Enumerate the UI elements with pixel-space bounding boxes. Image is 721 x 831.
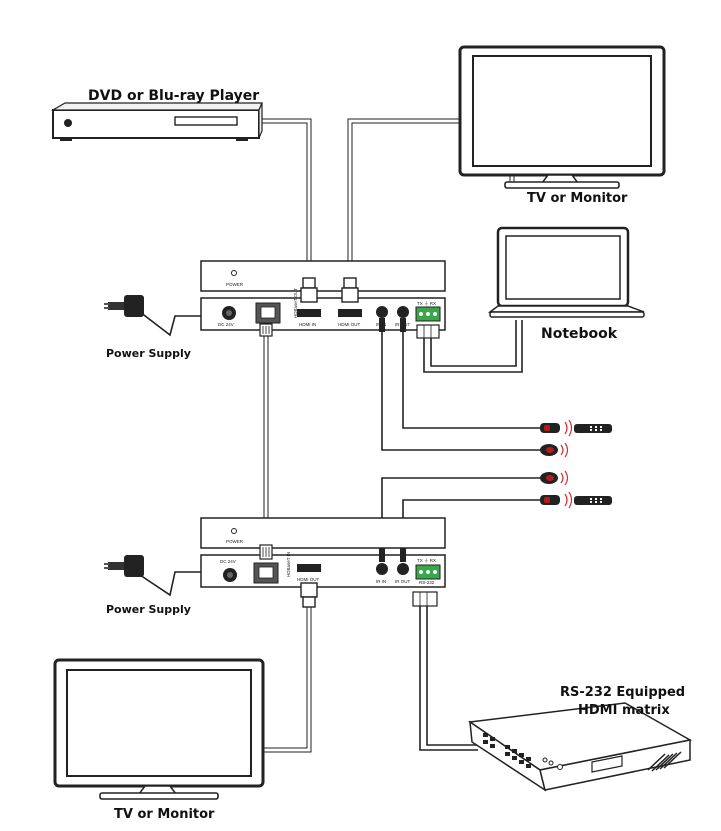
ir-out-cable-top	[402, 330, 540, 429]
matrix-power-button-icon	[557, 764, 563, 770]
tv-monitor-bottom	[53, 658, 265, 800]
rx-ir-in-label: IR IN	[376, 579, 386, 584]
power-supply-top	[104, 295, 144, 317]
rj45-plug-tx	[259, 323, 273, 337]
power-button-icon	[64, 119, 72, 127]
hdmi-plug-tx-out	[341, 277, 359, 303]
tx-hdmi-in-label: HDMI IN	[299, 322, 316, 327]
rs232-cable-rx-to-matrix-2	[426, 606, 478, 746]
rs232-cable-tx-to-notebook	[423, 320, 523, 373]
matrix-label-line1: RS-232 Equipped	[560, 685, 685, 700]
notebook	[487, 226, 645, 318]
rs232-plug-tx	[416, 324, 440, 339]
ir-in-cable-top	[381, 330, 540, 451]
dvd-player	[50, 102, 263, 141]
power-cable-top	[139, 311, 212, 337]
remote-control-icon	[574, 424, 612, 433]
tx-power-label: POWER	[226, 282, 244, 287]
rx-ir-out-label: IR OUT	[395, 579, 411, 584]
ir-receiver-bottom	[540, 470, 569, 486]
disc-tray	[174, 116, 238, 126]
ir-emitter-bottom	[540, 491, 612, 509]
hdmi-out-port-icon	[297, 564, 321, 572]
hdbaset-transmitter: POWER DC 24V HDBaseT OUT HDMI IN HDMI OU…	[200, 260, 446, 331]
receiver-front	[200, 517, 446, 549]
tx-hdbaset-label: HDBaseT OUT	[293, 288, 298, 318]
ir-out-jack-icon	[397, 563, 409, 575]
ir-in-jack-icon	[376, 563, 388, 575]
tv-top-label: TV or Monitor	[527, 191, 628, 206]
rx-rs232-label: RS-232	[419, 580, 435, 585]
hdmi-matrix	[467, 702, 693, 792]
ir-emitter-top	[540, 419, 612, 437]
matrix-buttons	[483, 733, 531, 768]
matrix-display	[591, 755, 623, 773]
rs232-cable-rx-to-matrix	[419, 606, 478, 751]
hdmi-plug-tx-in	[300, 277, 318, 303]
ir-plugs-tx	[379, 318, 406, 332]
tv-bottom-label: TV or Monitor	[114, 807, 215, 822]
power-supply-bottom	[104, 555, 144, 577]
rx-rs232-pins: TX ⏚ RX	[417, 557, 436, 563]
transmitter-front	[200, 260, 446, 292]
tx-rs232-pins: TX ⏚ RX	[417, 300, 436, 306]
power-adapter-icon	[124, 295, 144, 317]
hdmi-cable-dvd-to-tx	[258, 118, 312, 278]
rj45-plug-rx	[259, 544, 273, 560]
ir-plugs-rx	[379, 548, 406, 562]
hdmi-cable-rx-to-tv	[263, 598, 312, 753]
power-adapter-icon	[124, 555, 144, 577]
ir-out-jack-icon	[397, 306, 409, 318]
hdmi-plug-rx-out	[300, 582, 318, 608]
rx-dc-label: DC 24V	[220, 559, 236, 564]
ir-receiver-top	[540, 442, 569, 458]
hdmi-in-port-icon	[297, 309, 321, 317]
rx-hdmi-out-label: HDMI OUT	[297, 577, 319, 582]
matrix-label-line2: HDMI matrix	[578, 703, 670, 718]
rx-power-label: POWER	[226, 539, 244, 544]
tv-monitor-top	[458, 45, 666, 189]
notebook-label: Notebook	[541, 326, 618, 342]
rx-hdbaset-label: HDBaseT IN	[286, 552, 291, 577]
matrix-vent-icon	[647, 751, 682, 772]
hdbaset-receiver: POWER DC 24V HDBaseT IN HDMI OUT IR IN I…	[200, 517, 446, 588]
ir-in-jack-icon	[376, 306, 388, 318]
remote-control-icon	[574, 496, 612, 505]
tx-hdmi-out-label: HDMI OUT	[338, 322, 360, 327]
power-supply-top-label: Power Supply	[106, 347, 191, 360]
hdmi-out-port-icon	[338, 309, 362, 317]
power-led-icon	[231, 528, 237, 534]
power-led-icon	[231, 270, 237, 276]
dvd-player-label: DVD or Blu-ray Player	[88, 88, 259, 104]
tx-dc-label: DC 24V	[218, 322, 234, 327]
power-cable-bottom	[139, 571, 212, 597]
rs232-plug-rx	[412, 591, 438, 607]
power-supply-bottom-label: Power Supply	[106, 603, 191, 616]
